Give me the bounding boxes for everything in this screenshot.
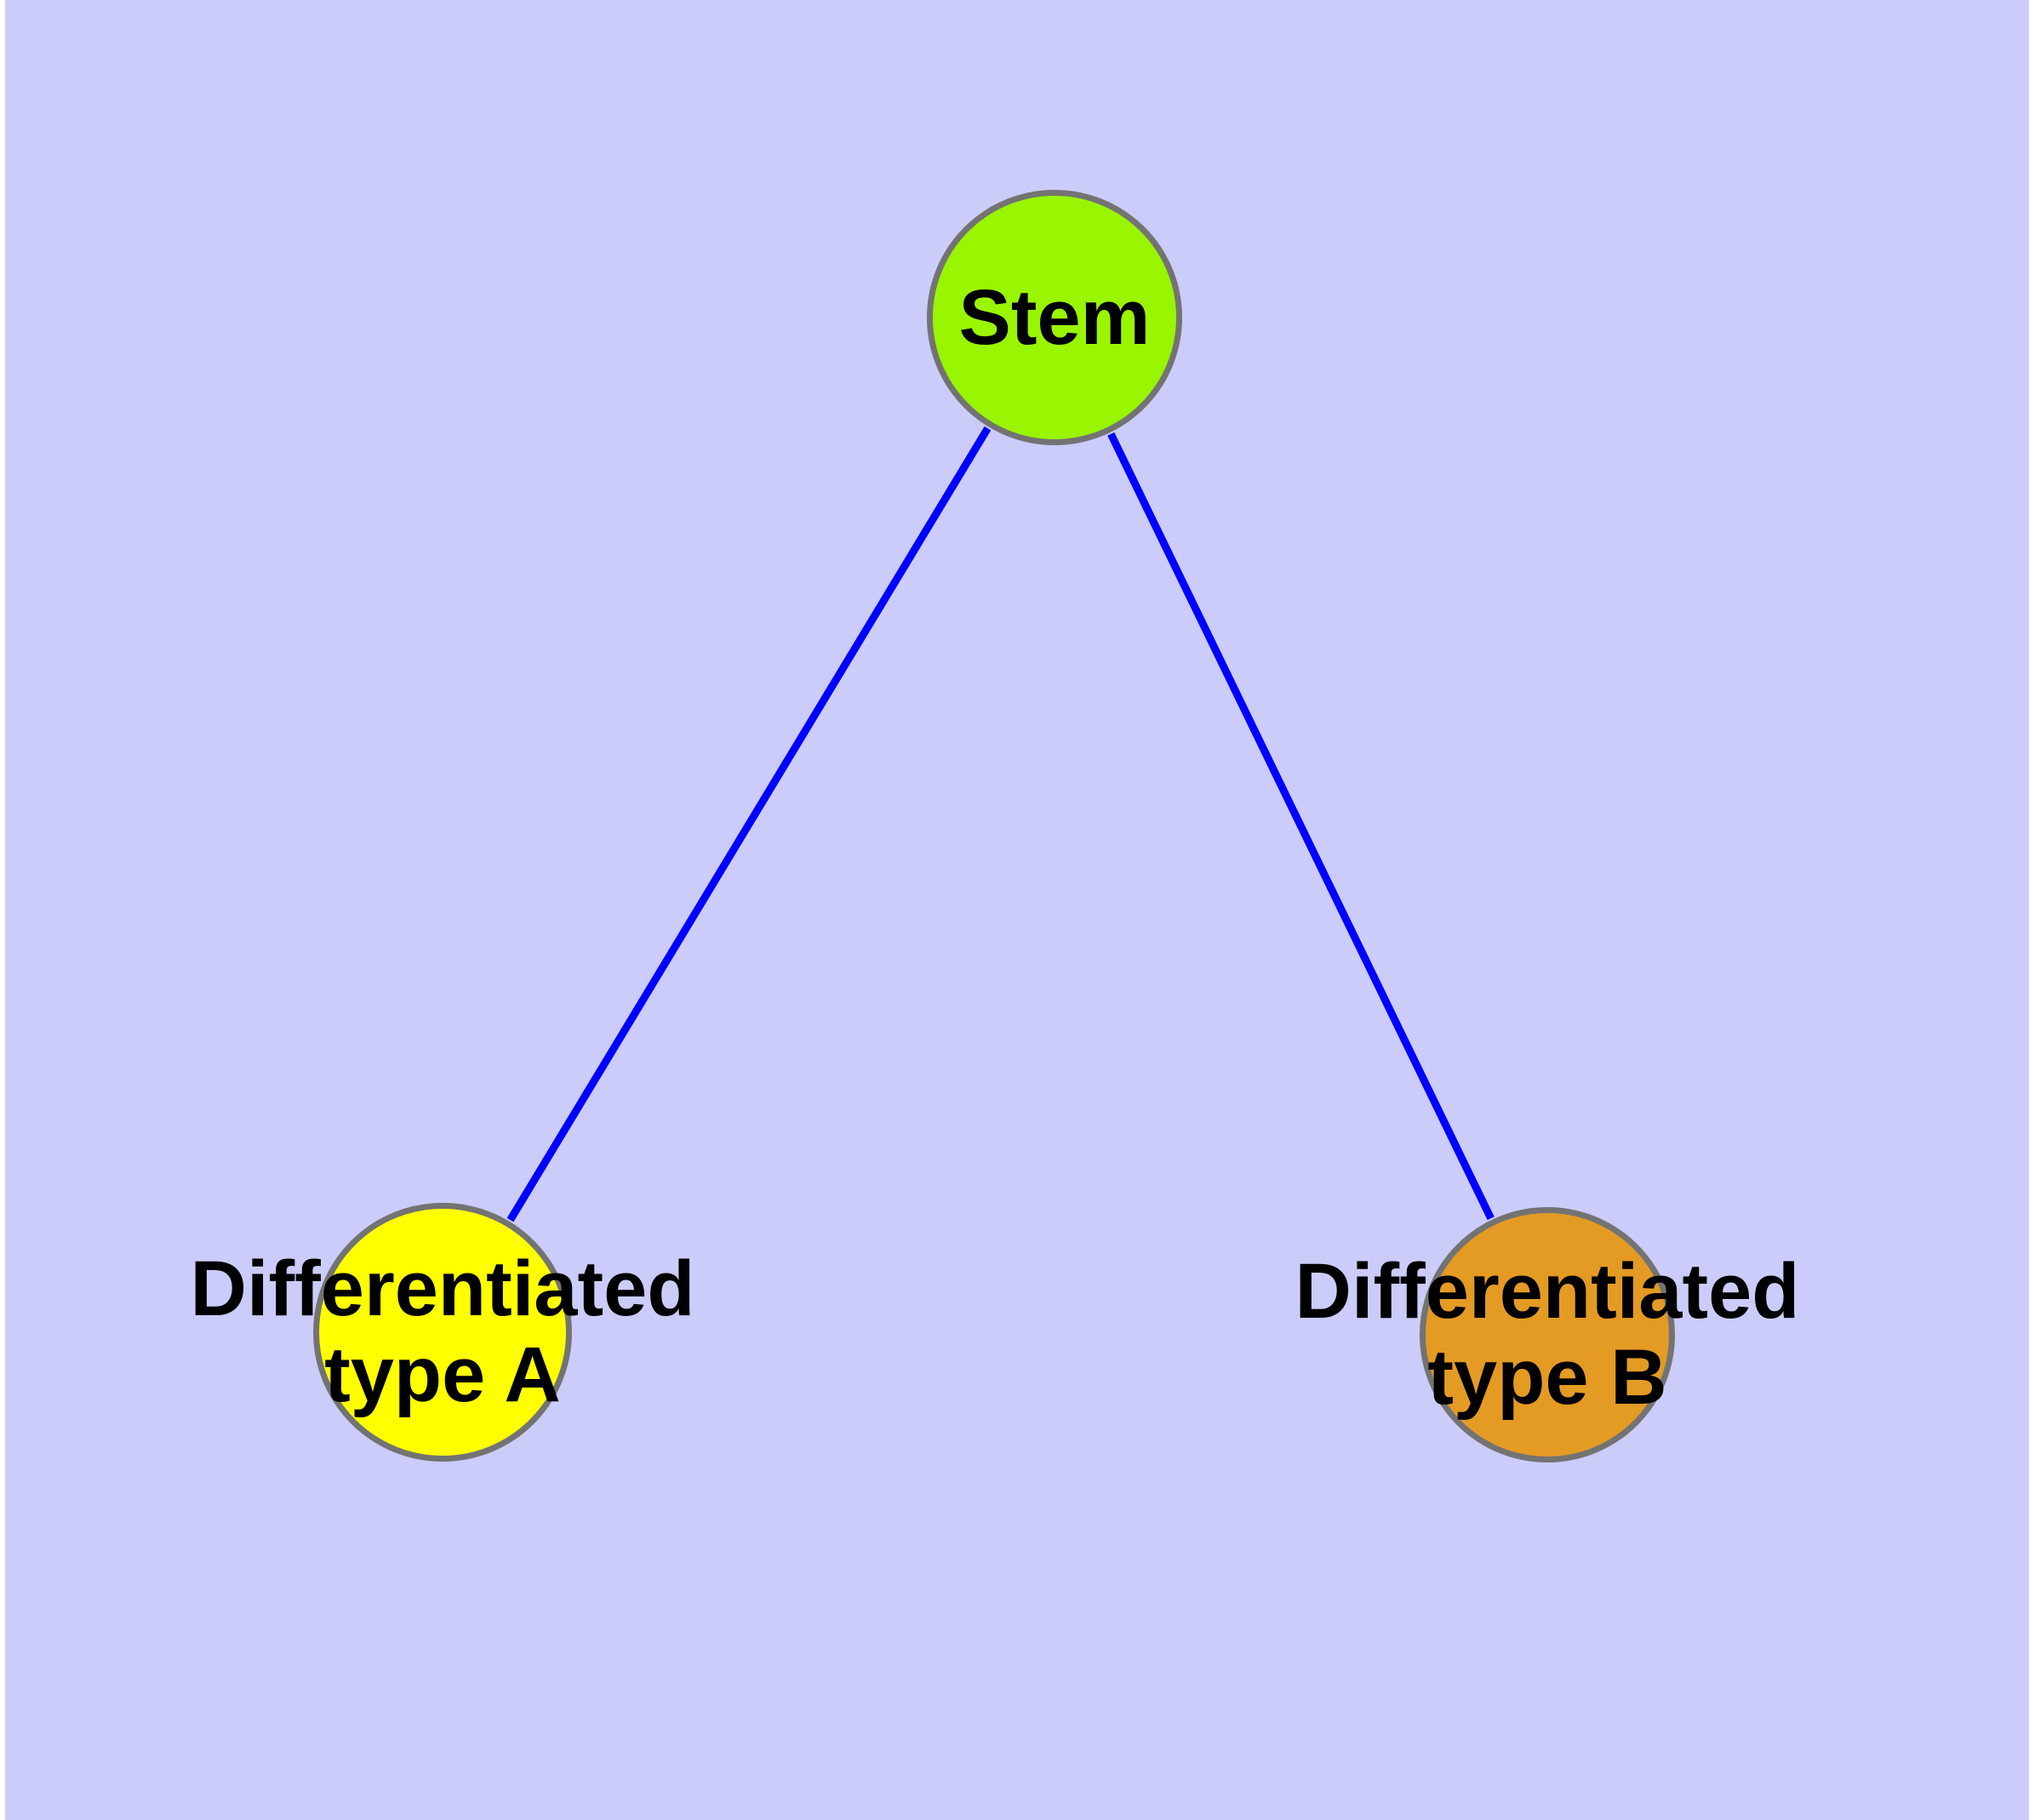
graph-node-stem[interactable] bbox=[927, 190, 1182, 445]
nodes-layer bbox=[313, 190, 1675, 1462]
graph-node-diff_b[interactable] bbox=[1420, 1207, 1675, 1462]
graph-edge-stem-diff_b[interactable] bbox=[1107, 432, 1495, 1221]
graph-edge-stem-diff_a[interactable] bbox=[506, 426, 992, 1222]
edges-layer bbox=[506, 426, 1495, 1222]
graph-node-diff_a[interactable] bbox=[313, 1203, 572, 1462]
